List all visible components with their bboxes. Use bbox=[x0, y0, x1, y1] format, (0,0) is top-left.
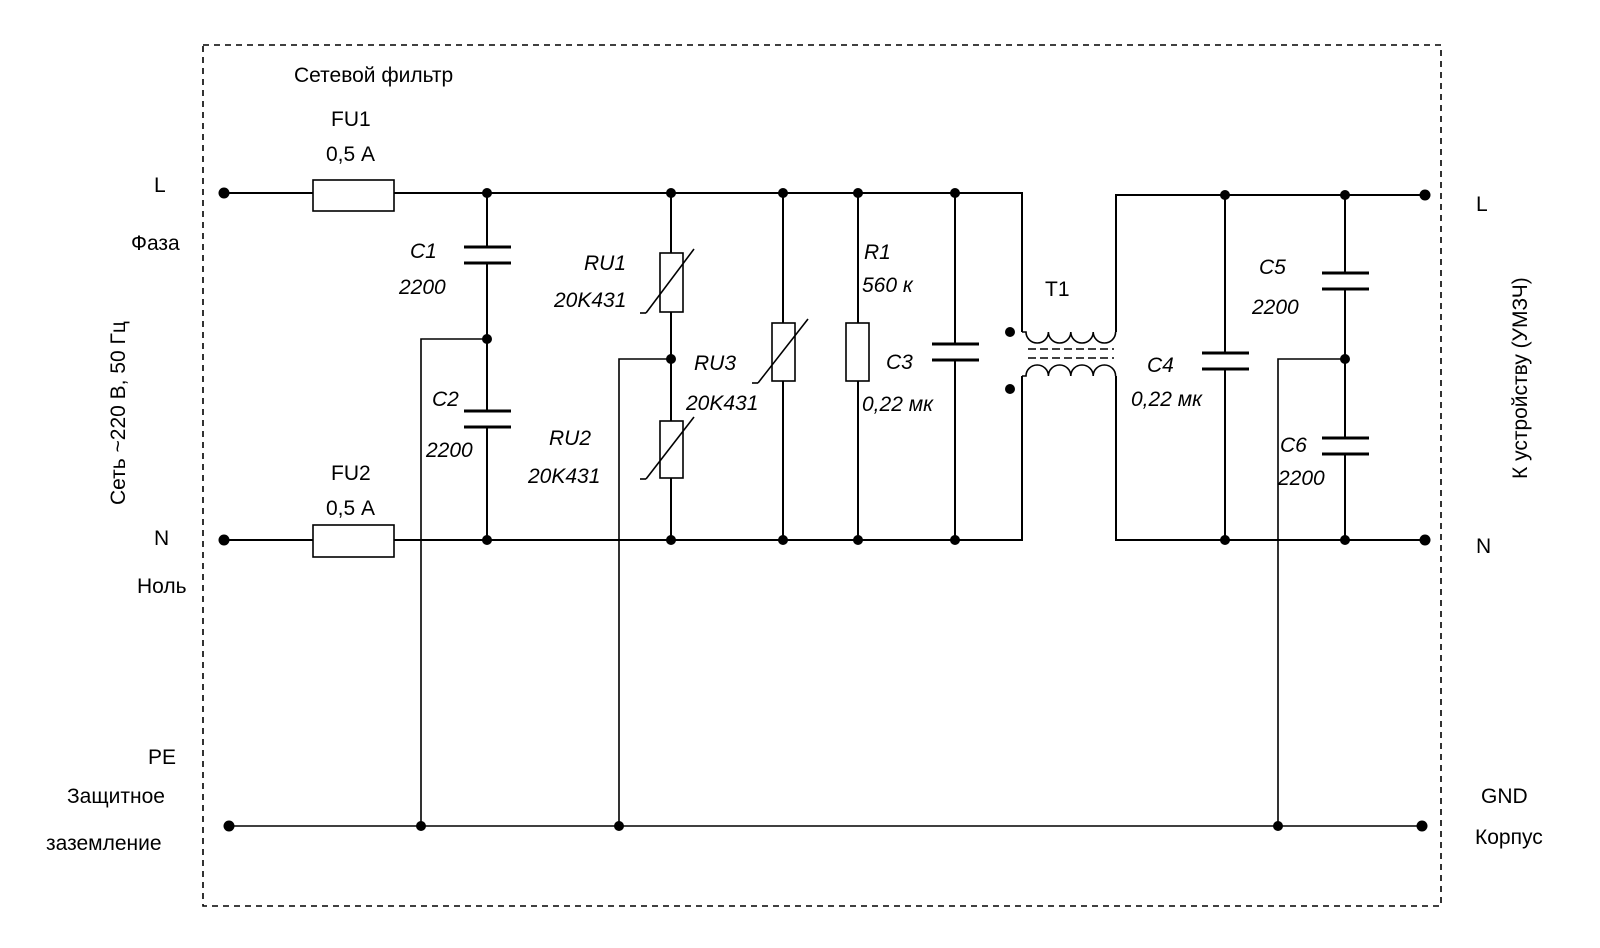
terminal-N-in bbox=[218, 534, 230, 546]
wire-C56-mid-to-GND bbox=[1277, 358, 1345, 826]
FU2-value: 0,5 А bbox=[326, 497, 375, 520]
junction bbox=[1220, 535, 1230, 545]
C6-ref: C6 bbox=[1280, 434, 1307, 457]
wire-N-in bbox=[224, 376, 1023, 541]
C4-value: 0,22 мк bbox=[1131, 388, 1203, 411]
enclosure-frame bbox=[202, 44, 1442, 907]
junction bbox=[950, 188, 960, 198]
junction bbox=[778, 535, 788, 545]
junction bbox=[1220, 190, 1230, 200]
choke-start-dot-N bbox=[1005, 384, 1015, 394]
RU2-value: 20K431 bbox=[527, 465, 600, 488]
junction bbox=[853, 535, 863, 545]
wire-C-mid-to-PE bbox=[420, 338, 487, 826]
C3-ref: C3 bbox=[886, 351, 913, 374]
C1-ref: C1 bbox=[410, 240, 437, 263]
output-N-label: N bbox=[1476, 535, 1491, 558]
wire-N-out bbox=[1115, 376, 1425, 541]
varistor-RU1 bbox=[640, 248, 695, 314]
RU3-ref: RU3 bbox=[694, 352, 736, 375]
input-L-label: L bbox=[154, 174, 166, 197]
junction bbox=[666, 188, 676, 198]
junction bbox=[853, 188, 863, 198]
terminal-N-out bbox=[1419, 534, 1431, 546]
junction bbox=[666, 535, 676, 545]
varistor-RU3 bbox=[752, 318, 809, 384]
output-GND-name: Корпус bbox=[1475, 826, 1543, 849]
output-L-label: L bbox=[1476, 193, 1488, 216]
junctions bbox=[218, 187, 1431, 832]
terminal-L-out bbox=[1419, 189, 1431, 201]
junction bbox=[1340, 535, 1350, 545]
input-side-label: Сеть ~220 В, 50 Гц bbox=[107, 321, 130, 505]
output-GND-label: GND bbox=[1481, 785, 1528, 808]
junction bbox=[1273, 821, 1283, 831]
FU2-ref: FU2 bbox=[331, 462, 371, 485]
input-PE-label: PE bbox=[148, 746, 176, 769]
varistor-RU2 bbox=[640, 416, 695, 480]
RU1-value: 20K431 bbox=[553, 289, 626, 312]
wire-L-in bbox=[224, 192, 1023, 332]
T1-ref: T1 bbox=[1045, 278, 1070, 301]
C1-value: 2200 bbox=[398, 276, 446, 299]
RU3-value: 20K431 bbox=[685, 392, 758, 415]
R1-ref: R1 bbox=[864, 241, 891, 264]
terminal-GND-out bbox=[1416, 820, 1428, 832]
C2-ref: C2 bbox=[432, 388, 459, 411]
junction bbox=[666, 354, 676, 364]
choke-start-dot-L bbox=[1005, 327, 1015, 337]
R1-value: 560 к bbox=[862, 274, 914, 297]
FU1-value: 0,5 А bbox=[326, 143, 375, 166]
fuse-FU1 bbox=[312, 179, 395, 212]
junction bbox=[482, 188, 492, 198]
wire-RU-mid-to-PE bbox=[618, 358, 671, 826]
output-side-label: К устройству (УМЗЧ) bbox=[1509, 277, 1532, 479]
capacitor-C4 bbox=[1202, 351, 1249, 371]
input-N-label: N bbox=[154, 527, 169, 550]
junction bbox=[482, 535, 492, 545]
junction bbox=[614, 821, 624, 831]
capacitor-C1 bbox=[464, 245, 511, 265]
input-PE-name-2: заземление bbox=[46, 832, 162, 855]
RU2-ref: RU2 bbox=[549, 427, 591, 450]
junction bbox=[1340, 354, 1350, 364]
diagram-title: Сетевой фильтр bbox=[294, 64, 453, 87]
C3-value: 0,22 мк bbox=[862, 393, 934, 416]
C5-value: 2200 bbox=[1251, 296, 1299, 319]
fuse-FU2 bbox=[312, 524, 395, 558]
junction bbox=[778, 188, 788, 198]
junction bbox=[950, 535, 960, 545]
terminal-PE-in bbox=[223, 820, 235, 832]
C4-ref: C4 bbox=[1147, 354, 1174, 377]
RU1-ref: RU1 bbox=[584, 252, 626, 275]
choke-T1 bbox=[1005, 327, 1117, 394]
FU1-ref: FU1 bbox=[331, 108, 371, 131]
capacitor-C2 bbox=[464, 409, 511, 429]
junction bbox=[1340, 190, 1350, 200]
terminal-L-in bbox=[218, 187, 230, 199]
junction bbox=[416, 821, 426, 831]
C5-ref: C5 bbox=[1259, 256, 1286, 279]
input-PE-name-1: Защитное bbox=[67, 785, 165, 808]
wire-L-out bbox=[1115, 194, 1425, 332]
resistor-R1 bbox=[845, 322, 870, 382]
capacitor-C5 bbox=[1322, 271, 1369, 291]
input-L-name: Фаза bbox=[131, 232, 180, 255]
input-N-name: Ноль bbox=[137, 575, 187, 598]
capacitor-C3 bbox=[932, 342, 979, 362]
C2-value: 2200 bbox=[425, 439, 473, 462]
capacitor-C6 bbox=[1322, 436, 1369, 456]
C6-value: 2200 bbox=[1277, 467, 1325, 490]
junction bbox=[482, 334, 492, 344]
